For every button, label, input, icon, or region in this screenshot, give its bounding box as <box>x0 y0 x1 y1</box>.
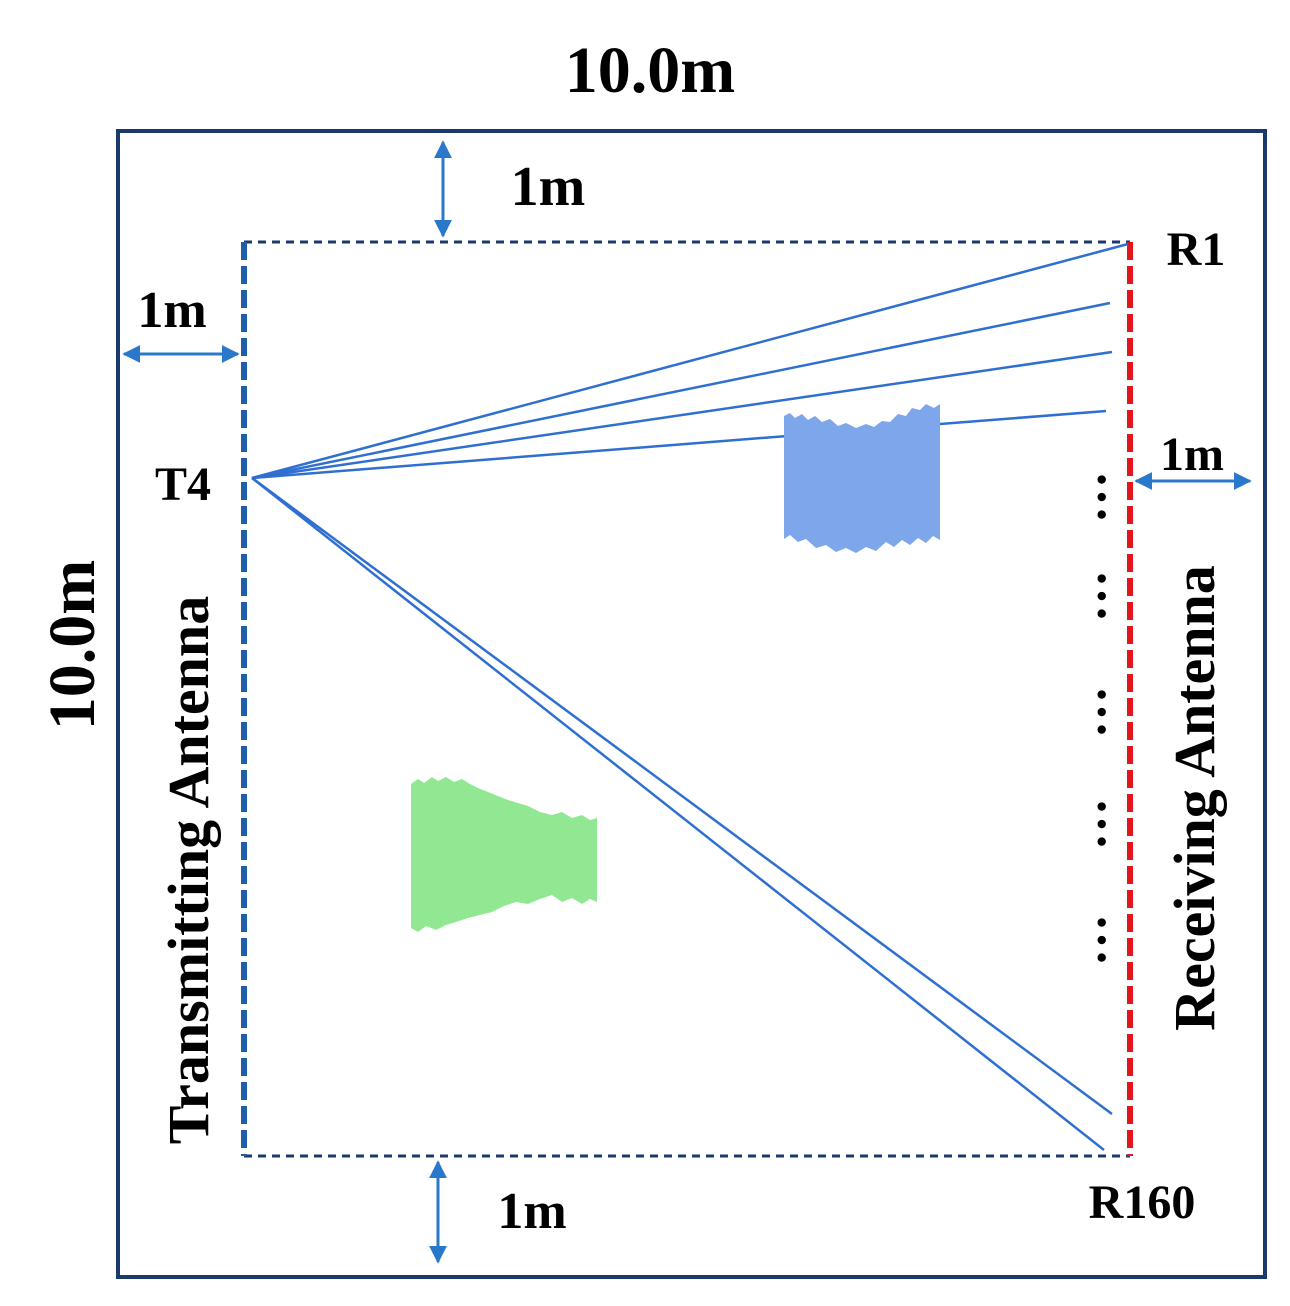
blue-scatterer <box>784 404 940 553</box>
receiver-first-label: R1 <box>1167 223 1226 276</box>
receiver-ellipsis-group: … … … … … <box>1086 471 1143 966</box>
ray-group <box>251 242 1129 1151</box>
ellipsis-mark: … <box>1086 570 1143 622</box>
ellipsis-mark: … <box>1086 471 1143 523</box>
ray <box>251 477 1105 1151</box>
ray <box>251 242 1129 480</box>
bottom-margin-label: 1m <box>497 1183 566 1240</box>
transmitter-label: T4 <box>155 458 211 511</box>
outer-boundary <box>116 129 1267 1279</box>
ellipsis-mark: … <box>1086 914 1143 966</box>
receiver-last-label: R160 <box>1089 1176 1196 1229</box>
transmitting-antenna-label: Transmitting Antenna <box>156 596 221 1144</box>
height-label: 10.0m <box>36 560 109 730</box>
ray <box>251 350 1113 480</box>
ray <box>251 476 1113 1116</box>
green-scatterer <box>411 777 597 932</box>
ray <box>251 301 1111 480</box>
left-margin-label: 1m <box>137 282 206 339</box>
ellipsis-mark: … <box>1086 798 1143 850</box>
top-margin-label: 1m <box>511 156 586 218</box>
right-margin-label: 1m <box>1160 428 1224 481</box>
ellipsis-mark: … <box>1086 686 1143 738</box>
width-label: 10.0m <box>565 34 735 107</box>
ray <box>251 409 1107 480</box>
receiving-antenna-label: Receiving Antenna <box>1162 565 1227 1031</box>
